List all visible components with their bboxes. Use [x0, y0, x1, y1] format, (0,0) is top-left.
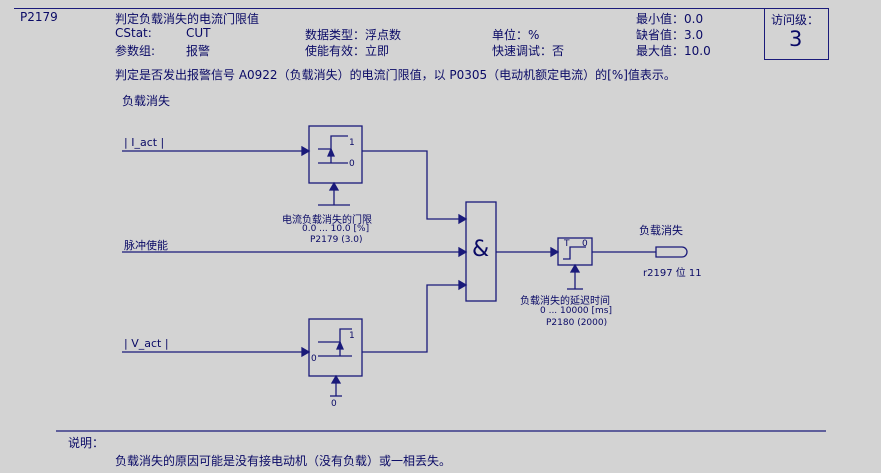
- output-connector: [655, 246, 688, 258]
- and-symbol: &: [472, 237, 490, 262]
- comp2-output-line: [362, 284, 465, 353]
- max-value: 最大值：10.0: [636, 44, 711, 58]
- delay-param: P2180 (2000): [546, 318, 608, 328]
- unit: 单位：%: [492, 28, 540, 42]
- access-value: 3: [789, 27, 803, 51]
- header-top-rule: [14, 8, 828, 9]
- comp2-lo: 0: [311, 354, 317, 364]
- default-value: 缺省值：3.0: [636, 28, 704, 42]
- delay-label: 负载消失的延迟时间: [520, 296, 610, 307]
- threshold-label: 电流负载消失的门限: [282, 215, 372, 226]
- output-param: r2197 位 11: [643, 268, 702, 279]
- input-i-act: | I_act |: [124, 136, 165, 149]
- access-level-box: 访问级： 3: [764, 8, 829, 60]
- arrowhead-icon: [328, 181, 340, 191]
- cstat-value: CUT: [186, 26, 211, 40]
- note-text: 负载消失的原因可能是没有接电动机（没有负载）或一相丢失。: [115, 454, 452, 468]
- threshold-param: P2179 (3.0): [310, 235, 363, 245]
- quick-commission: 快速调试：否: [492, 44, 565, 58]
- group-label: 参数组:: [115, 44, 156, 58]
- timer-t: T: [564, 239, 570, 249]
- group-value: 报警: [186, 44, 211, 58]
- comp1-hi: 1: [349, 138, 355, 148]
- cstat-label: CStat:: [115, 26, 152, 40]
- enable: 使能有效：立即: [305, 44, 390, 58]
- comp2-bottom: 0: [331, 399, 337, 409]
- arrowhead-icon: [301, 145, 311, 157]
- timer-0: 0: [582, 239, 588, 249]
- diagram-title: 负载消失: [122, 94, 171, 108]
- input-pulse-enable: 脉冲使能: [124, 239, 168, 252]
- threshold-range: 0.0 ... 10.0 [%]: [302, 224, 370, 234]
- output-label: 负载消失: [639, 224, 683, 237]
- comp1-output-line: [362, 150, 465, 220]
- comparator-2-box: [308, 318, 363, 377]
- description: 判定是否发出报警信号 A0922（负载消失）的电流门限值，以 P0305（电动机…: [115, 68, 676, 82]
- input-v-act: | V_act |: [124, 337, 169, 350]
- access-label: 访问级：: [771, 13, 820, 27]
- delay-range: 0 ... 10000 [ms]: [540, 306, 612, 316]
- note-label: 说明：: [68, 436, 105, 450]
- comparator-1-box: [308, 125, 363, 184]
- datatype: 数据类型：浮点数: [305, 28, 402, 42]
- param-id: P2179: [20, 10, 58, 24]
- comp2-hi: 1: [349, 331, 355, 341]
- hysteresis-curve-1: [318, 135, 348, 150]
- hysteresis-curve-2: [318, 328, 352, 343]
- comp1-lo: 0: [349, 159, 355, 169]
- timer-pulse: [563, 246, 586, 260]
- min-value: 最小值：0.0: [636, 12, 704, 26]
- param-title: 判定负载消失的电流门限值: [115, 12, 260, 26]
